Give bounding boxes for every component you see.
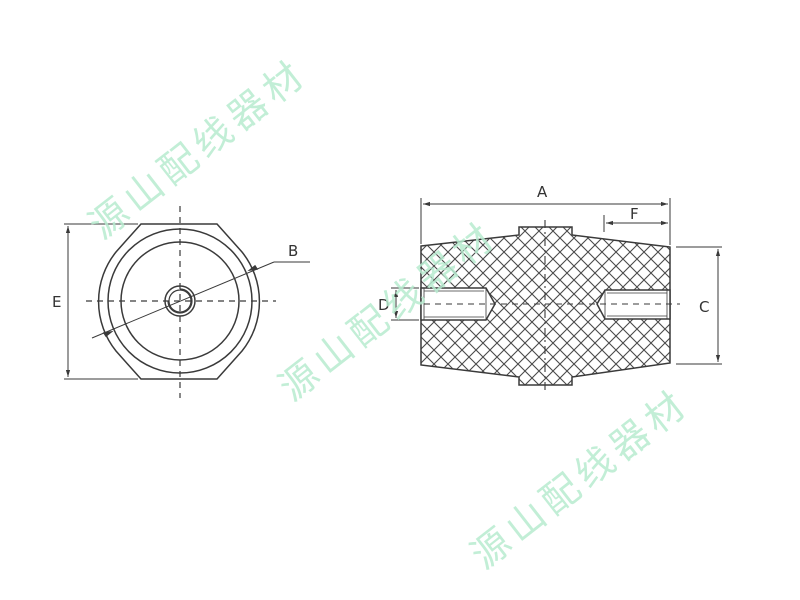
label-a: A — [537, 183, 548, 201]
label-e: E — [52, 293, 61, 311]
end-view — [64, 206, 310, 398]
hex-outline — [97, 223, 261, 380]
thread-arc — [167, 288, 193, 314]
b-dimension-line — [91, 261, 275, 339]
label-c: C — [699, 298, 709, 316]
side-view — [391, 198, 722, 392]
b-arrow-lower — [102, 330, 114, 338]
label-f: F — [630, 205, 639, 223]
label-d: D — [378, 296, 390, 314]
b-arrow-upper — [247, 264, 259, 272]
label-b: B — [288, 242, 298, 260]
